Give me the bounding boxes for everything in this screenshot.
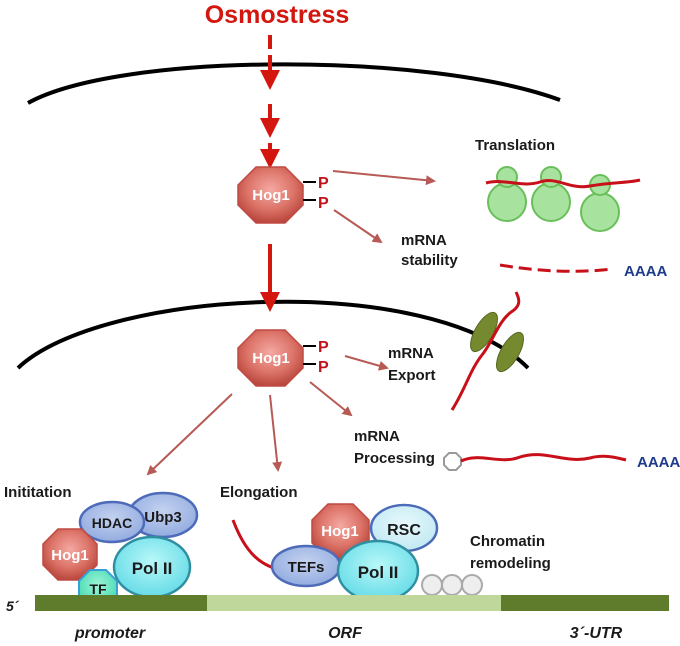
chromatin-label-2: remodeling	[470, 555, 551, 572]
poly-a-tail-processing: AAAA	[637, 454, 680, 471]
promoter-label: promoter	[74, 625, 146, 642]
unstable-mrna-strand	[499, 263, 613, 273]
svg-text:HDAC: HDAC	[92, 515, 132, 531]
translated-mrna-strand	[485, 178, 641, 189]
svg-text:Pol II: Pol II	[132, 559, 173, 578]
processed-mrna-strand	[460, 453, 627, 463]
translation-label: Translation	[475, 137, 555, 154]
svg-text:TF: TF	[89, 581, 107, 597]
svg-text:P: P	[318, 175, 329, 192]
nuclear-pore-complex	[470, 311, 524, 373]
elongation-heading: Elongation	[220, 484, 298, 501]
five-prime-label: 5´	[6, 598, 20, 614]
arrow-to-mrna-processing	[309, 381, 353, 417]
mrna-processing-label-1: mRNA	[354, 428, 400, 445]
hog1-cytoplasm: Hog1 P P	[237, 166, 329, 224]
svg-text:Ubp3: Ubp3	[144, 509, 182, 526]
svg-text:Hog1: Hog1	[321, 523, 359, 540]
initiation-complex: Ubp3 HDAC Hog1 Pol II TF	[42, 491, 199, 609]
nucleosomes	[421, 574, 483, 596]
svg-text:TEFs: TEFs	[288, 559, 325, 576]
svg-text:RSC: RSC	[387, 522, 421, 539]
arrow-to-mrna-stability	[333, 209, 383, 244]
initiation-heading: Inititation	[4, 484, 72, 501]
mrna-stability-label-2: stability	[401, 252, 458, 269]
svg-text:Hog1: Hog1	[252, 350, 290, 367]
exported-mrna-strand	[450, 291, 521, 411]
arrow-to-elongation	[269, 394, 283, 472]
mrna-stability-label-1: mRNA	[401, 232, 447, 249]
mrna-cap	[443, 452, 462, 471]
three-utr-label: 3´-UTR	[570, 625, 623, 642]
cell-membrane	[27, 62, 561, 105]
mrna-processing-label-2: Processing	[354, 450, 435, 467]
chromatin-label-1: Chromatin	[470, 533, 545, 550]
svg-text:P: P	[318, 195, 329, 212]
svg-text:Hog1: Hog1	[252, 187, 290, 204]
svg-text:P: P	[318, 339, 329, 356]
diagram-title: Osmostress	[205, 1, 350, 29]
ribosome-group	[487, 166, 620, 232]
mrna-export-label-1: mRNA	[388, 345, 434, 362]
elongation-complex: Hog1 RSC TEFs Pol II	[270, 503, 439, 603]
svg-text:Pol II: Pol II	[358, 563, 399, 582]
orf-label: ORF	[328, 625, 363, 642]
poly-a-tail-stability: AAAA	[624, 263, 667, 280]
arrow-to-mrna-export	[344, 355, 389, 371]
arrow-to-translation	[332, 170, 436, 186]
arrow-to-initiation	[146, 393, 233, 476]
hog1-nucleus: Hog1 P P	[237, 329, 329, 387]
svg-text:P: P	[318, 359, 329, 376]
svg-text:Hog1: Hog1	[51, 547, 89, 564]
mrna-export-label-2: Export	[388, 367, 436, 384]
dna-strand	[35, 595, 669, 611]
